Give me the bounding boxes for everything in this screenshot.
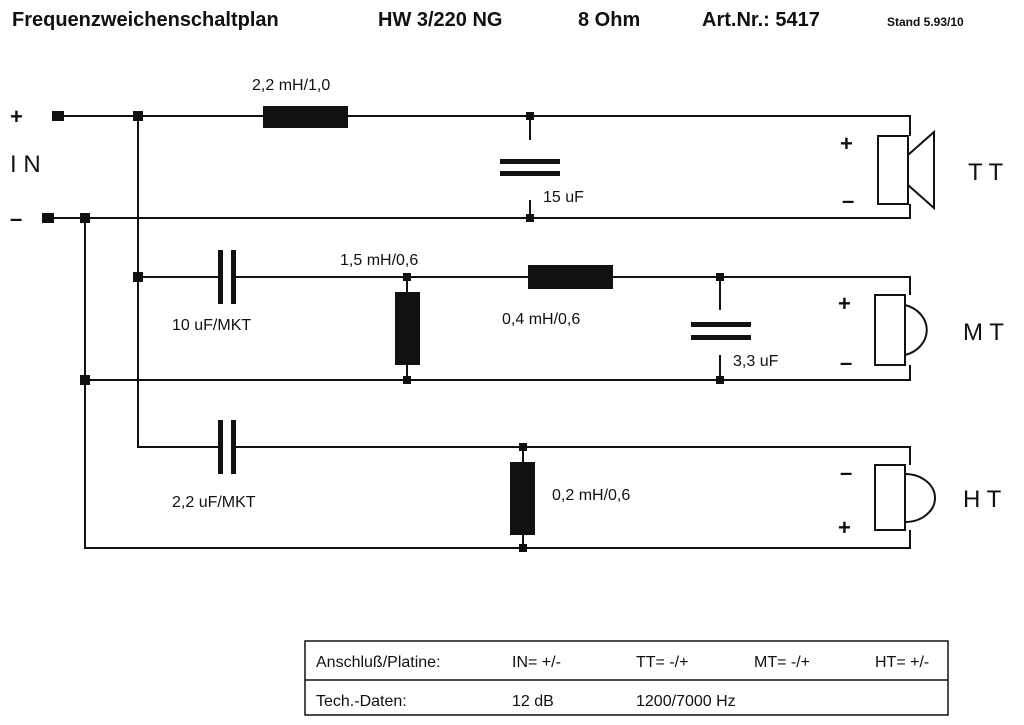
model: HW 3/220 NG — [378, 9, 502, 31]
title: Frequenzweichenschaltplan — [12, 9, 279, 31]
tech-data-slope: 12 dB — [512, 693, 554, 710]
ht-minus-sign: – — [840, 460, 852, 485]
capacitor-c3 — [691, 310, 751, 355]
inductor-l3 — [528, 265, 613, 289]
tech-data-label: Tech.-Daten: — [316, 693, 407, 710]
inductor-l1-label: 2,2 mH/1,0 — [252, 77, 330, 94]
midrange-speaker-icon — [874, 294, 928, 366]
connection-in: IN= +/- — [512, 654, 561, 671]
article-number: Art.Nr.: 5417 — [702, 9, 820, 31]
capacitor-c2-label: 10 uF/MKT — [172, 317, 251, 334]
capacitor-c1 — [500, 140, 560, 200]
tt-minus-sign: – — [842, 188, 854, 213]
capacitor-c3-label: 3,3 uF — [733, 353, 779, 370]
tt-label: T T — [968, 159, 1003, 186]
inductor-l2 — [395, 292, 420, 365]
input-label: I N — [10, 151, 41, 178]
capacitor-c1-label: 15 uF — [543, 189, 584, 206]
info-table: Anschluß/Platine: IN= +/- TT= -/+ MT= -/… — [304, 640, 949, 716]
tt-plus-sign: + — [840, 131, 853, 156]
inductor-l4 — [510, 462, 535, 535]
capacitor-c4 — [218, 420, 236, 474]
mt-minus-sign: – — [840, 350, 852, 375]
connection-label: Anschluß/Platine: — [316, 654, 441, 671]
revision: Stand 5.93/10 — [887, 15, 964, 29]
input-plus-sign: + — [10, 104, 23, 129]
inductor-l4-label: 0,2 mH/0,6 — [552, 487, 630, 504]
connection-tt: TT= -/+ — [636, 654, 688, 671]
tweeter-woofer-speaker-icon — [877, 129, 935, 211]
inductor-l1 — [263, 106, 348, 128]
junctions — [80, 111, 724, 552]
tech-data-frequency: 1200/7000 Hz — [636, 693, 736, 710]
input-minus-sign: – — [10, 206, 22, 231]
impedance: 8 Ohm — [578, 9, 640, 31]
capacitor-c2 — [218, 250, 236, 304]
inductor-l3-label: 0,4 mH/0,6 — [502, 311, 580, 328]
ht-label: H T — [963, 486, 1002, 513]
connection-mt: MT= -/+ — [754, 654, 810, 671]
mt-plus-sign: + — [838, 291, 851, 316]
inductor-l2-label: 1,5 mH/0,6 — [340, 252, 418, 269]
connection-ht: HT= +/- — [875, 654, 929, 671]
mt-label: M T — [963, 319, 1004, 346]
tweeter-speaker-icon — [874, 464, 936, 531]
header: Frequenzweichenschaltplan HW 3/220 NG 8 … — [12, 9, 964, 31]
ht-plus-sign: + — [838, 515, 851, 540]
capacitor-c4-label: 2,2 uF/MKT — [172, 494, 256, 511]
